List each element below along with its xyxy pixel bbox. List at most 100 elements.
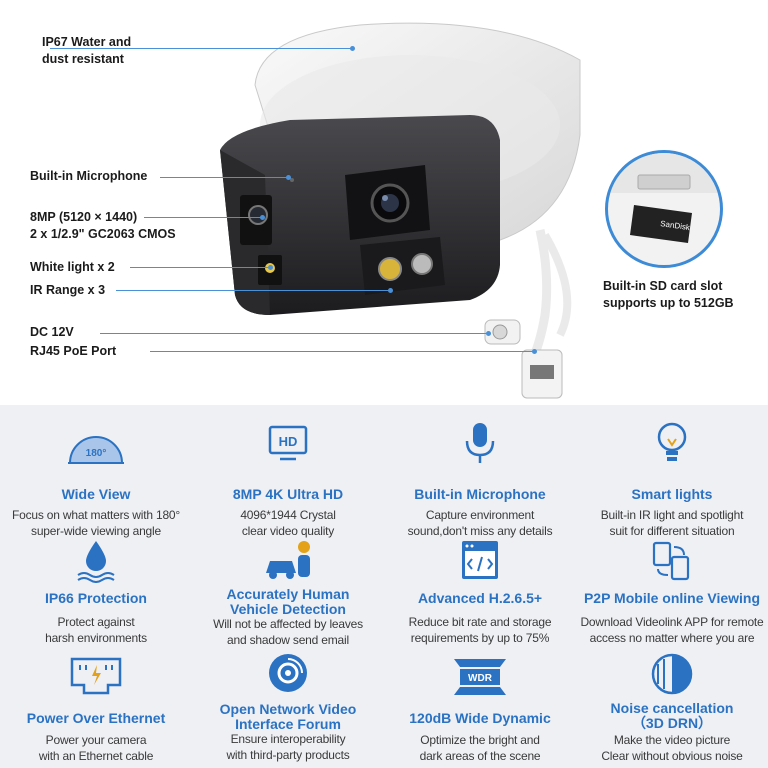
hd-icon: HD [268,425,308,461]
feature-wide-view: 180° Wide View Focus on what matters wit… [0,421,192,538]
feature-title: Power Over Ethernet [26,710,166,726]
rj45-leader-dot [532,349,537,354]
mic-leader-line [160,177,288,178]
feature-description-line1: Optimize the bright and [420,733,540,747]
ip67-label-line2: dust resistant [42,52,124,66]
wide-view-icon: 180° [68,436,124,464]
feature-title: IP66 Protection [45,590,147,606]
feature-title: 8MP 4K Ultra HD [232,486,344,502]
feature-description: Protect against harsh environments [0,614,192,646]
feature-title-line2: Vehicle Detection [230,601,346,617]
feature-description-line2: access no matter where you are [589,631,755,645]
resolution-callout: 8MP (5120 × 1440) 2 x 1/2.9" GC2063 CMOS [30,209,176,243]
feature-description-line2: sound,don't miss any details [407,524,553,538]
feature-description: Capture environment sound,don't miss any… [384,507,576,539]
feature-noise-cancellation: Noise cancellation （3D DRN） Make the vid… [576,653,768,765]
feature-description: Download Videolink APP for remote access… [576,614,768,646]
feature-description-line1: Download Videolink APP for remote [580,615,764,629]
dc-callout: DC 12V [30,325,74,339]
feature-description: Make the video picture Clear without obv… [576,732,768,764]
feature-description-line2: dark areas of the scene [419,749,541,763]
water-drop-icon [77,541,115,583]
feature-poe: Power Over Ethernet Power your camera wi… [0,655,192,765]
ip67-callout: IP67 Water and dust resistant [42,34,131,68]
feature-title-line1: Noise cancellation [610,700,734,716]
feature-microphone: Built-in Microphone Capture environment … [384,421,576,538]
white-light-leader-dot [268,265,273,270]
feature-description-line1: Capture environment [425,508,535,522]
feature-title: Noise cancellation （3D DRN） [576,701,768,731]
feature-wdr: WDR 120dB Wide Dynamic Optimize the brig… [384,655,576,765]
sd-card-icon: SanDisk [608,153,720,243]
feature-description-line2: with third-party products [226,748,350,762]
rj45-leader-line [150,351,534,352]
feature-description-line2: Clear without obvious noise [601,749,743,763]
code-window-icon [462,541,498,579]
hd-badge: HD [279,434,298,449]
rj45-callout: RJ45 PoE Port [30,344,117,358]
mic-leader-dot [286,175,291,180]
feature-description: 4096*1944 Crystal clear video quality [192,507,384,539]
feature-grid: 180° Wide View Focus on what matters wit… [0,405,768,768]
feature-description-line1: Power your camera [45,733,147,747]
feature-title: Smart lights [631,486,713,502]
feature-title-line1: Open Network Video [219,701,357,717]
feature-description-line1: 4096*1944 Crystal [240,508,336,522]
feature-title-line1: Accurately Human [226,586,350,602]
feature-description-line2: suit for different situation [609,524,735,538]
wide-view-badge: 180° [86,448,107,459]
feature-title: Advanced H.2.6.5+ [417,590,543,606]
ip67-leader-dot [350,46,355,51]
feature-4k-hd: HD 8MP 4K Ultra HD 4096*1944 Crystal cle… [192,421,384,538]
noise-cancel-icon [651,653,693,695]
human-vehicle-icon [266,541,310,579]
ethernet-port-icon [70,657,122,695]
feature-description-line1: Protect against [57,615,135,629]
feature-description: Ensure interoperability with third-party… [192,731,384,763]
onvif-icon [269,654,307,692]
ip67-label-line1: IP67 Water and [42,35,132,49]
feature-h265: Advanced H.2.6.5+ Reduce bit rate and st… [384,539,576,649]
mic-callout: Built-in Microphone [30,169,148,183]
microphone-icon [465,423,495,463]
feature-description-line2: with an Ethernet cable [38,749,154,763]
feature-title: Wide View [61,486,131,502]
sd-label-line2: supports up to 512GB [603,296,734,310]
wdr-icon: WDR [454,659,506,695]
feature-ip66: IP66 Protection Protect against harsh en… [0,539,192,649]
resolution-leader-line [144,217,262,218]
feature-description-line1: Make the video picture [613,733,731,747]
dc-leader-line [100,333,488,334]
feature-title: P2P Mobile online Viewing [583,590,761,606]
feature-description-line1: Reduce bit rate and storage [408,615,552,629]
feature-description-line1: Will not be affected by leaves [213,617,363,631]
feature-title: 120dB Wide Dynamic [409,710,551,726]
dc-leader-dot [486,331,491,336]
sd-card-brand: SanDisk [660,219,692,232]
mobile-devices-icon [652,541,690,581]
feature-description-line2: clear video quality [241,524,335,538]
light-bulb-icon [657,422,687,461]
feature-description-line2: super-wide viewing angle [31,524,161,538]
ir-leader-line [116,290,390,291]
feature-description: Built-in IR light and spotlight suit for… [576,507,768,539]
feature-description-line1: Ensure interoperability [230,732,346,746]
feature-description-line2: and shadow send email [227,633,349,647]
feature-human-vehicle: Accurately Human Vehicle Detection Will … [192,539,384,649]
feature-title: Open Network Video Interface Forum [192,702,384,732]
product-hero: IP67 Water and dust resistant Built-in M… [30,22,734,399]
feature-title-line2: （3D DRN） [631,715,713,731]
ir-leader-dot [388,288,393,293]
feature-description-line1: Focus on what matters with 180° [11,508,180,522]
feature-description-line2: harsh environments [45,631,147,645]
sd-callout: Built-in SD card slot supports up to 512… [603,278,734,312]
feature-description: Optimize the bright and dark areas of th… [384,732,576,764]
feature-description-line2: requirements by up to 75% [410,631,550,645]
feature-p2p-mobile: P2P Mobile online Viewing Download Video… [576,539,768,649]
feature-description: Reduce bit rate and storage requirements… [384,614,576,646]
wdr-badge: WDR [468,673,493,684]
feature-description: Focus on what matters with 180° super-wi… [0,507,192,539]
ip67-leader-line [50,48,352,49]
feature-onvif: Open Network Video Interface Forum Ensur… [192,654,384,765]
feature-title-line2: Interface Forum [235,716,341,732]
